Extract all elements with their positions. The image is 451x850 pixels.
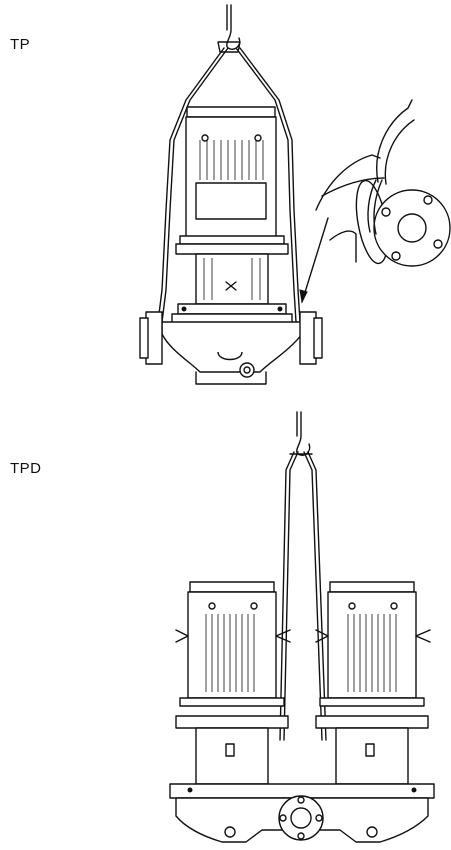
tpd-pump-housing	[169, 783, 435, 843]
tpd-lifting-sling	[279, 451, 327, 741]
tp-lifting-sling	[157, 41, 301, 323]
tp-label: TP	[10, 36, 31, 53]
tpd-right-motor	[315, 581, 431, 785]
tpd-crane-hook	[296, 411, 311, 456]
tp-pump-illustration	[139, 4, 329, 385]
flange-detail-inset	[315, 99, 451, 267]
detail-arrow	[301, 217, 329, 303]
tpd-pump-illustration	[169, 411, 435, 843]
tp-pump-housing	[139, 311, 323, 385]
tp-coupling-housing	[171, 253, 293, 325]
tpd-label: TPD	[10, 460, 42, 477]
tp-motor	[175, 106, 289, 255]
tpd-left-motor	[175, 581, 291, 785]
